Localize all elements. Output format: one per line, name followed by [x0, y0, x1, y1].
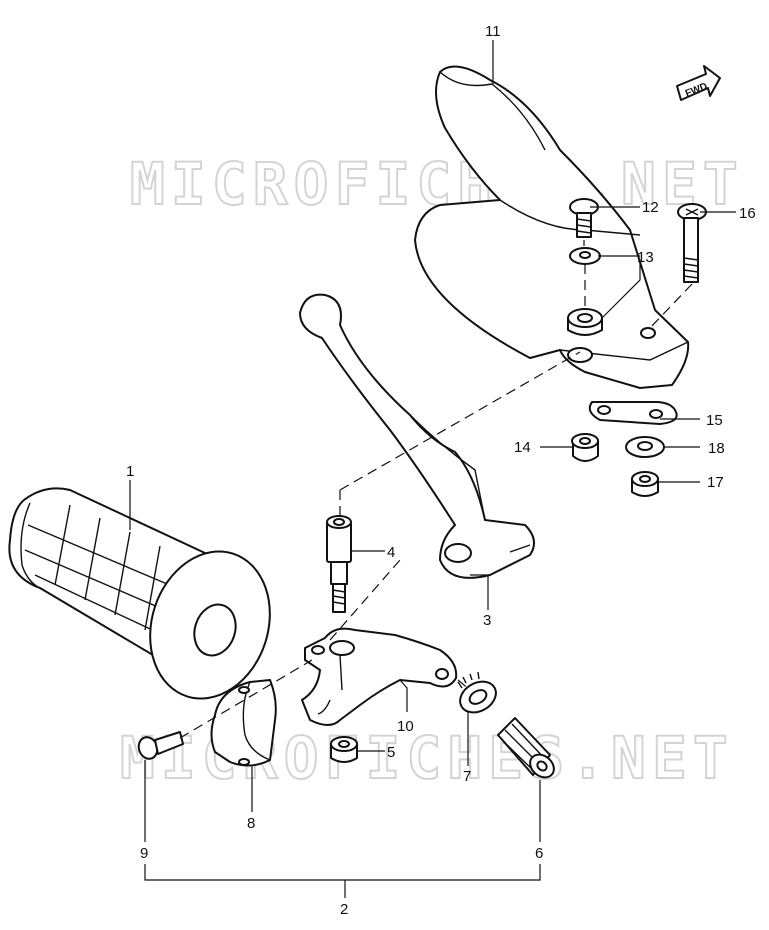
- callout-11: 11: [485, 23, 501, 40]
- clamp-8: [210, 679, 277, 767]
- callout-18: 18: [708, 440, 725, 457]
- callout-17: 17: [707, 474, 724, 491]
- callout-9: 9: [140, 845, 148, 862]
- callout-15: 15: [706, 412, 723, 429]
- grip-1: [8, 487, 271, 700]
- callout-3: 3: [483, 612, 491, 629]
- callout-2: 2: [340, 901, 348, 918]
- callout-7: 7: [463, 768, 471, 785]
- callout-8: 8: [247, 815, 255, 832]
- bracket-10: [301, 627, 458, 726]
- callout-13: 13: [637, 249, 654, 266]
- callout-12: 12: [642, 199, 659, 216]
- assembly-line-bolt: [649, 283, 693, 329]
- assembly-line-bracket: [329, 559, 401, 641]
- washer-13: [569, 247, 601, 265]
- nut-5: [330, 736, 358, 763]
- lever-3: [299, 293, 535, 579]
- washer-18: [625, 436, 665, 458]
- assembly-line-pivot: [339, 351, 581, 491]
- callout-14: 14: [514, 439, 531, 456]
- leader-lines: [129, 40, 736, 898]
- locknut-7: [457, 671, 497, 714]
- assembly-line-screw: [583, 240, 586, 312]
- callout-16: 16: [739, 205, 756, 222]
- hand-guard: [414, 65, 690, 389]
- plate-15: [588, 401, 678, 425]
- assembly-line-screw9: [179, 659, 313, 739]
- callout-5: 5: [387, 744, 395, 761]
- callout-10: 10: [397, 718, 414, 735]
- nut-17: [631, 471, 659, 497]
- screw-12: [569, 198, 599, 238]
- forward-arrow-icon: FWD: [676, 65, 721, 101]
- adjuster-6: [497, 717, 555, 779]
- callout-6: 6: [535, 845, 543, 862]
- screw-9: [137, 731, 184, 760]
- callout-4: 4: [387, 544, 395, 561]
- callout-1: 1: [126, 463, 134, 480]
- collar-13: [567, 308, 603, 336]
- bolt-16: [677, 203, 707, 283]
- pivot-bolt-4: [326, 515, 352, 613]
- nut-14: [571, 433, 599, 462]
